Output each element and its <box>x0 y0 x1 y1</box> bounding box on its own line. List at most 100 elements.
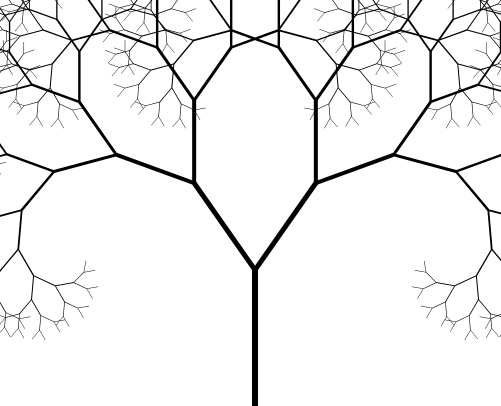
tree-branch-RRRRRRLLR <box>490 314 491 328</box>
tree-branch-LRRRLRRRRR <box>360 23 366 33</box>
tree-branch-RLLLLRRLR <box>125 0 133 4</box>
tree-branch-RLRRLRRRRL <box>488 23 495 32</box>
tree-branch-RRRRRL <box>492 249 501 272</box>
tree-branch-RRLR <box>431 85 478 102</box>
tree-branch-RRRRRLRRRL <box>485 319 491 329</box>
tree-branch-LRRRRLLRRL <box>390 4 401 8</box>
tree-branch-LRRRLRRRR <box>365 8 366 22</box>
tree-branch-LLLLLR <box>0 249 18 272</box>
tree-branch-LLLLLRLLL <box>6 313 19 319</box>
tree-branch-LRRRRRLL <box>359 64 377 70</box>
tree-branch-LRRRL <box>278 0 301 30</box>
tree-branch-LL <box>116 155 194 183</box>
tree-branch-RLRRRR <box>438 40 458 63</box>
tree-branch-LRRRRRRRLL <box>330 118 337 127</box>
tree-branch-LLRRRRRRRL <box>167 44 174 53</box>
tree-branch-RLRRRRRRLR <box>446 118 452 128</box>
tree-branch-RRLLLLLLLR <box>336 44 343 53</box>
tree-branch-LRLLLLLLLR <box>73 110 79 120</box>
tree-branch-LLLLLLL <box>34 276 56 286</box>
tree-branch-LLRLLLLLLL <box>0 162 6 164</box>
tree-branch-LRLLLRRLL <box>0 4 12 8</box>
tree-branch-RRRRR <box>488 210 491 249</box>
tree-branch-RLRRRRRLRR <box>467 116 473 126</box>
tree-branch-RRRLLLLLLL <box>473 69 480 78</box>
tree-branch-LRRRRRLLL <box>377 52 385 64</box>
tree-branch-RRRRRRRR <box>436 283 454 286</box>
tree-branch-LRLLLLLLRL <box>58 118 64 128</box>
tree-branch-RRLRLLLL <box>469 0 487 2</box>
tree-branch-LRRRRRRLLL <box>364 102 375 106</box>
tree-branch-RRLLL <box>408 19 431 51</box>
tree-branch-LRRRRRRLL <box>350 102 364 106</box>
tree-branch-RLRRRRR <box>458 64 460 88</box>
tree-branch-RLLLLRLRLL <box>103 34 110 43</box>
tree-branch-LLLLLLLLLR <box>84 270 95 272</box>
tree-branch-LRLLLRLLL <box>7 50 8 64</box>
tree-branch-RLLLLLLL <box>172 88 181 104</box>
tree-branch-RLRRRRLRRL <box>494 99 501 108</box>
tree-branch-RR <box>316 155 394 183</box>
tree-branch-RLLLLRLLRR <box>105 50 116 54</box>
tree-branch-RRRRRRRLL <box>445 302 446 316</box>
tree-branch-LRRRRLRRLL <box>394 50 405 54</box>
tree-branch-RLLLLLLLRL <box>180 118 186 128</box>
tree-branch-RRRRRRRRL <box>423 283 436 289</box>
tree-branch-RLLLLLRL <box>139 70 151 84</box>
tree-branch-LLLLLLLLRL <box>87 287 98 289</box>
tree-branch-LLLLLRLLLL <box>19 317 30 319</box>
tree-branch-LRRRRRLLRR <box>391 67 398 76</box>
tree-branch-RLLLLRRLLR <box>109 4 120 8</box>
tree-branch-LRLLLLL <box>50 64 52 88</box>
tree-branch-RRRLLLLLL <box>481 66 495 70</box>
tree-branch-RLLLRLLLL <box>144 8 145 22</box>
tree-branch-LLLLLLRLRR <box>32 330 39 339</box>
tree-branch-RLLLLRLLRL <box>108 54 115 63</box>
tree-branch-LLLLLLRRRR <box>0 314 6 318</box>
tree-branch-RLLLLL <box>174 40 194 63</box>
tree-branch-RLLLLLLR <box>160 88 172 102</box>
tree-branch-LLLLLLRLR <box>40 316 41 330</box>
tree-branch-LLLLLLRRLR <box>11 328 18 337</box>
tree-branch-LRLLLLR <box>29 64 52 70</box>
tree-branch-LRLLLLRRL <box>0 64 12 68</box>
tree-branch-RLRRRRRLL <box>472 102 486 106</box>
tree-branch-LRRRRRLLR <box>377 64 391 68</box>
tree-branch-LLRRRRRLRL <box>185 9 196 13</box>
tree-branch-LLLLLLRL <box>32 300 41 316</box>
tree-branch-LRLLRLLLLL <box>22 23 28 33</box>
tree-branch-RLRRRRRRR <box>437 104 450 110</box>
tree-branch-LLRL <box>32 85 79 102</box>
tree-branch-LRLLLLLRR <box>24 102 38 106</box>
tree-branch-LLRRRRRLRR <box>185 13 192 22</box>
tree-branch-LLLLLLLRRL <box>63 316 69 326</box>
tree-branch-RRRRRRLLL <box>490 314 501 318</box>
tree-branch-LLLLLRLL <box>0 296 6 312</box>
tree-branch-RRRRRRLR <box>469 300 478 316</box>
tree-branch-RLRRRRL <box>458 64 481 70</box>
tree-branch-RLRRRRRLRL <box>473 116 480 125</box>
tree-branch-RLLLLRRL <box>134 4 152 10</box>
tree-branch-RRLLLLLLL <box>343 29 344 43</box>
tree-branch-LRLLLLLRL <box>37 102 38 116</box>
tree-branch-LLLLLL <box>18 249 33 276</box>
tree-branch-LLLLLLLLRR <box>87 289 93 299</box>
tree-branch-LRRRRRRR <box>329 88 338 104</box>
tree-branch-RLRRRRRRLL <box>452 118 459 127</box>
tree-branch-LLLLLLLR <box>55 286 64 302</box>
tree-branch-RRRRRRRLLR <box>441 316 447 326</box>
tree-branch-LLLLLLRRL <box>18 314 19 328</box>
tree-branch-LRLLL <box>72 30 110 40</box>
tree-branch-LRLLLL <box>52 40 72 63</box>
tree-branch-RRRLLLLLRL <box>476 50 487 54</box>
tree-branch-LLLL <box>22 172 54 211</box>
tree-branch-LLLLLLLRLL <box>78 306 89 308</box>
tree-branch-R <box>255 183 316 270</box>
tree-branch-LLLLLLRLL <box>41 316 54 322</box>
tree-branch-RLLLLLRLRR <box>114 84 125 88</box>
tree-branch-RLLLLLLRLL <box>159 116 165 126</box>
tree-branch-LLLLLLLRR <box>63 302 64 316</box>
tree-branch-RRLRLLLLLL <box>448 0 455 8</box>
tree-branch-RRLLLLLRR <box>330 0 338 9</box>
tree-branch-RLLLLLRR <box>133 64 151 70</box>
